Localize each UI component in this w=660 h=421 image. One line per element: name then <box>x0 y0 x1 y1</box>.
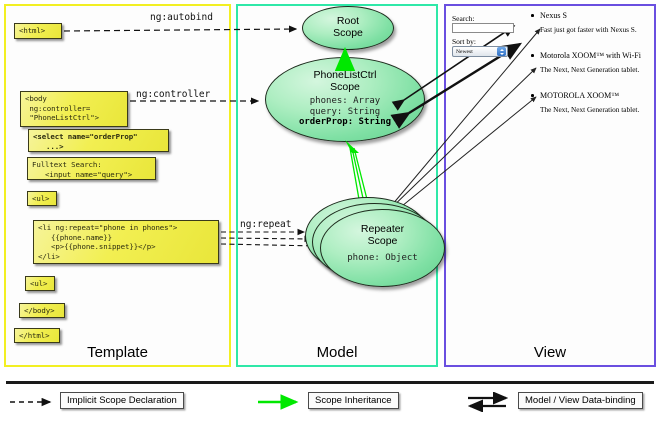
scope-ellipse-repeater: Repeater Scope phone: Object <box>320 209 445 287</box>
scope-ellipse-phonelistctrl: PhoneListCtrl Scope phones: Array query:… <box>265 57 425 142</box>
code-box-ul-close: <ul> <box>25 276 55 291</box>
legend-implicit-scope-declaration: Implicit Scope Declaration <box>8 392 208 412</box>
phonelistctrl-prop-query: query: String <box>309 106 381 117</box>
sort-by-select[interactable]: Newest <box>452 46 508 57</box>
dashed-arrow-icon <box>10 397 52 407</box>
bullet-icon <box>531 94 534 97</box>
legend-label-model-view-data-binding: Model / View Data-binding <box>518 392 643 409</box>
legend-model-view-data-binding: Model / View Data-binding <box>466 392 656 412</box>
phone-snippet: The Next, Next Generation tablet. <box>540 105 640 114</box>
phone-snippet: Fast just got faster with Nexus S. <box>540 25 637 34</box>
edge-label-ng-controller: ng:controller <box>136 89 211 100</box>
bullet-icon <box>531 14 534 17</box>
phonelistctrl-prop-phones: phones: Array <box>309 96 381 106</box>
search-label: Search: <box>452 14 475 23</box>
repeater-scope-title-1: Repeater <box>360 223 405 235</box>
panel-model-label: Model <box>316 344 358 361</box>
scope-ellipse-root: Root Scope <box>302 6 394 50</box>
chevron-updown-icon <box>497 47 506 56</box>
phone-snippet: The Next, Next Generation tablet. <box>540 65 640 74</box>
phone-name: Motorola XOOM™ with Wi-Fi <box>531 51 641 60</box>
panel-template-label: Template <box>87 344 148 361</box>
edge-label-ng-autobind: ng:autobind <box>150 12 213 23</box>
double-arrow-icon <box>467 392 509 412</box>
legend-scope-inheritance: Scope Inheritance <box>256 392 456 412</box>
phonelistctrl-scope-title-2: Scope <box>330 81 360 93</box>
code-box-html-open: <html> <box>14 23 62 39</box>
code-box-fulltext-search: Fulltext Search: <input name="query"> <box>27 157 156 180</box>
repeater-scope-title-2: Scope <box>367 235 398 247</box>
code-box-html-close: </html> <box>14 328 60 343</box>
legend-divider <box>6 381 654 384</box>
phonelistctrl-scope-title-1: PhoneListCtrl <box>313 69 377 81</box>
legend-label-implicit-scope-declaration: Implicit Scope Declaration <box>60 392 184 409</box>
sort-by-selected-value: Newest <box>456 48 473 55</box>
search-input[interactable] <box>452 23 514 33</box>
sort-by-label: Sort by: <box>452 37 476 46</box>
phone-list-item[interactable]: Motorola XOOM™ with Wi-Fi The Next, Next… <box>531 51 641 74</box>
phone-name: MOTOROLA XOOM™ <box>531 91 639 100</box>
phonelistctrl-prop-orderprop: orderProp: String <box>298 117 392 127</box>
edge-label-ng-repeat: ng:repeat <box>240 219 292 230</box>
code-box-ul-open: <ul> <box>27 191 57 206</box>
repeater-prop-phone: phone: Object <box>347 253 418 263</box>
phone-name: Nexus S <box>531 11 637 20</box>
phone-list-item[interactable]: Nexus S Fast just got faster with Nexus … <box>531 11 637 34</box>
green-arrow-icon <box>258 394 299 410</box>
panel-view-label: View <box>533 344 567 361</box>
root-scope-title-1: Root <box>336 15 360 27</box>
code-box-li-ngrepeat: <li ng:repeat="phone in phones"> {{phone… <box>33 220 219 264</box>
code-box-select-orderprop: <select name="orderProp" ...> <box>28 129 169 152</box>
phone-list-item[interactable]: MOTOROLA XOOM™ The Next, Next Generation… <box>531 91 640 114</box>
legend-label-scope-inheritance: Scope Inheritance <box>308 392 399 409</box>
code-box-body-controller: <body ng:controller= "PhoneListCtrl"> <box>20 91 128 127</box>
bullet-icon <box>531 54 534 57</box>
root-scope-title-2: Scope <box>333 27 363 39</box>
code-box-body-close: </body> <box>19 303 65 318</box>
